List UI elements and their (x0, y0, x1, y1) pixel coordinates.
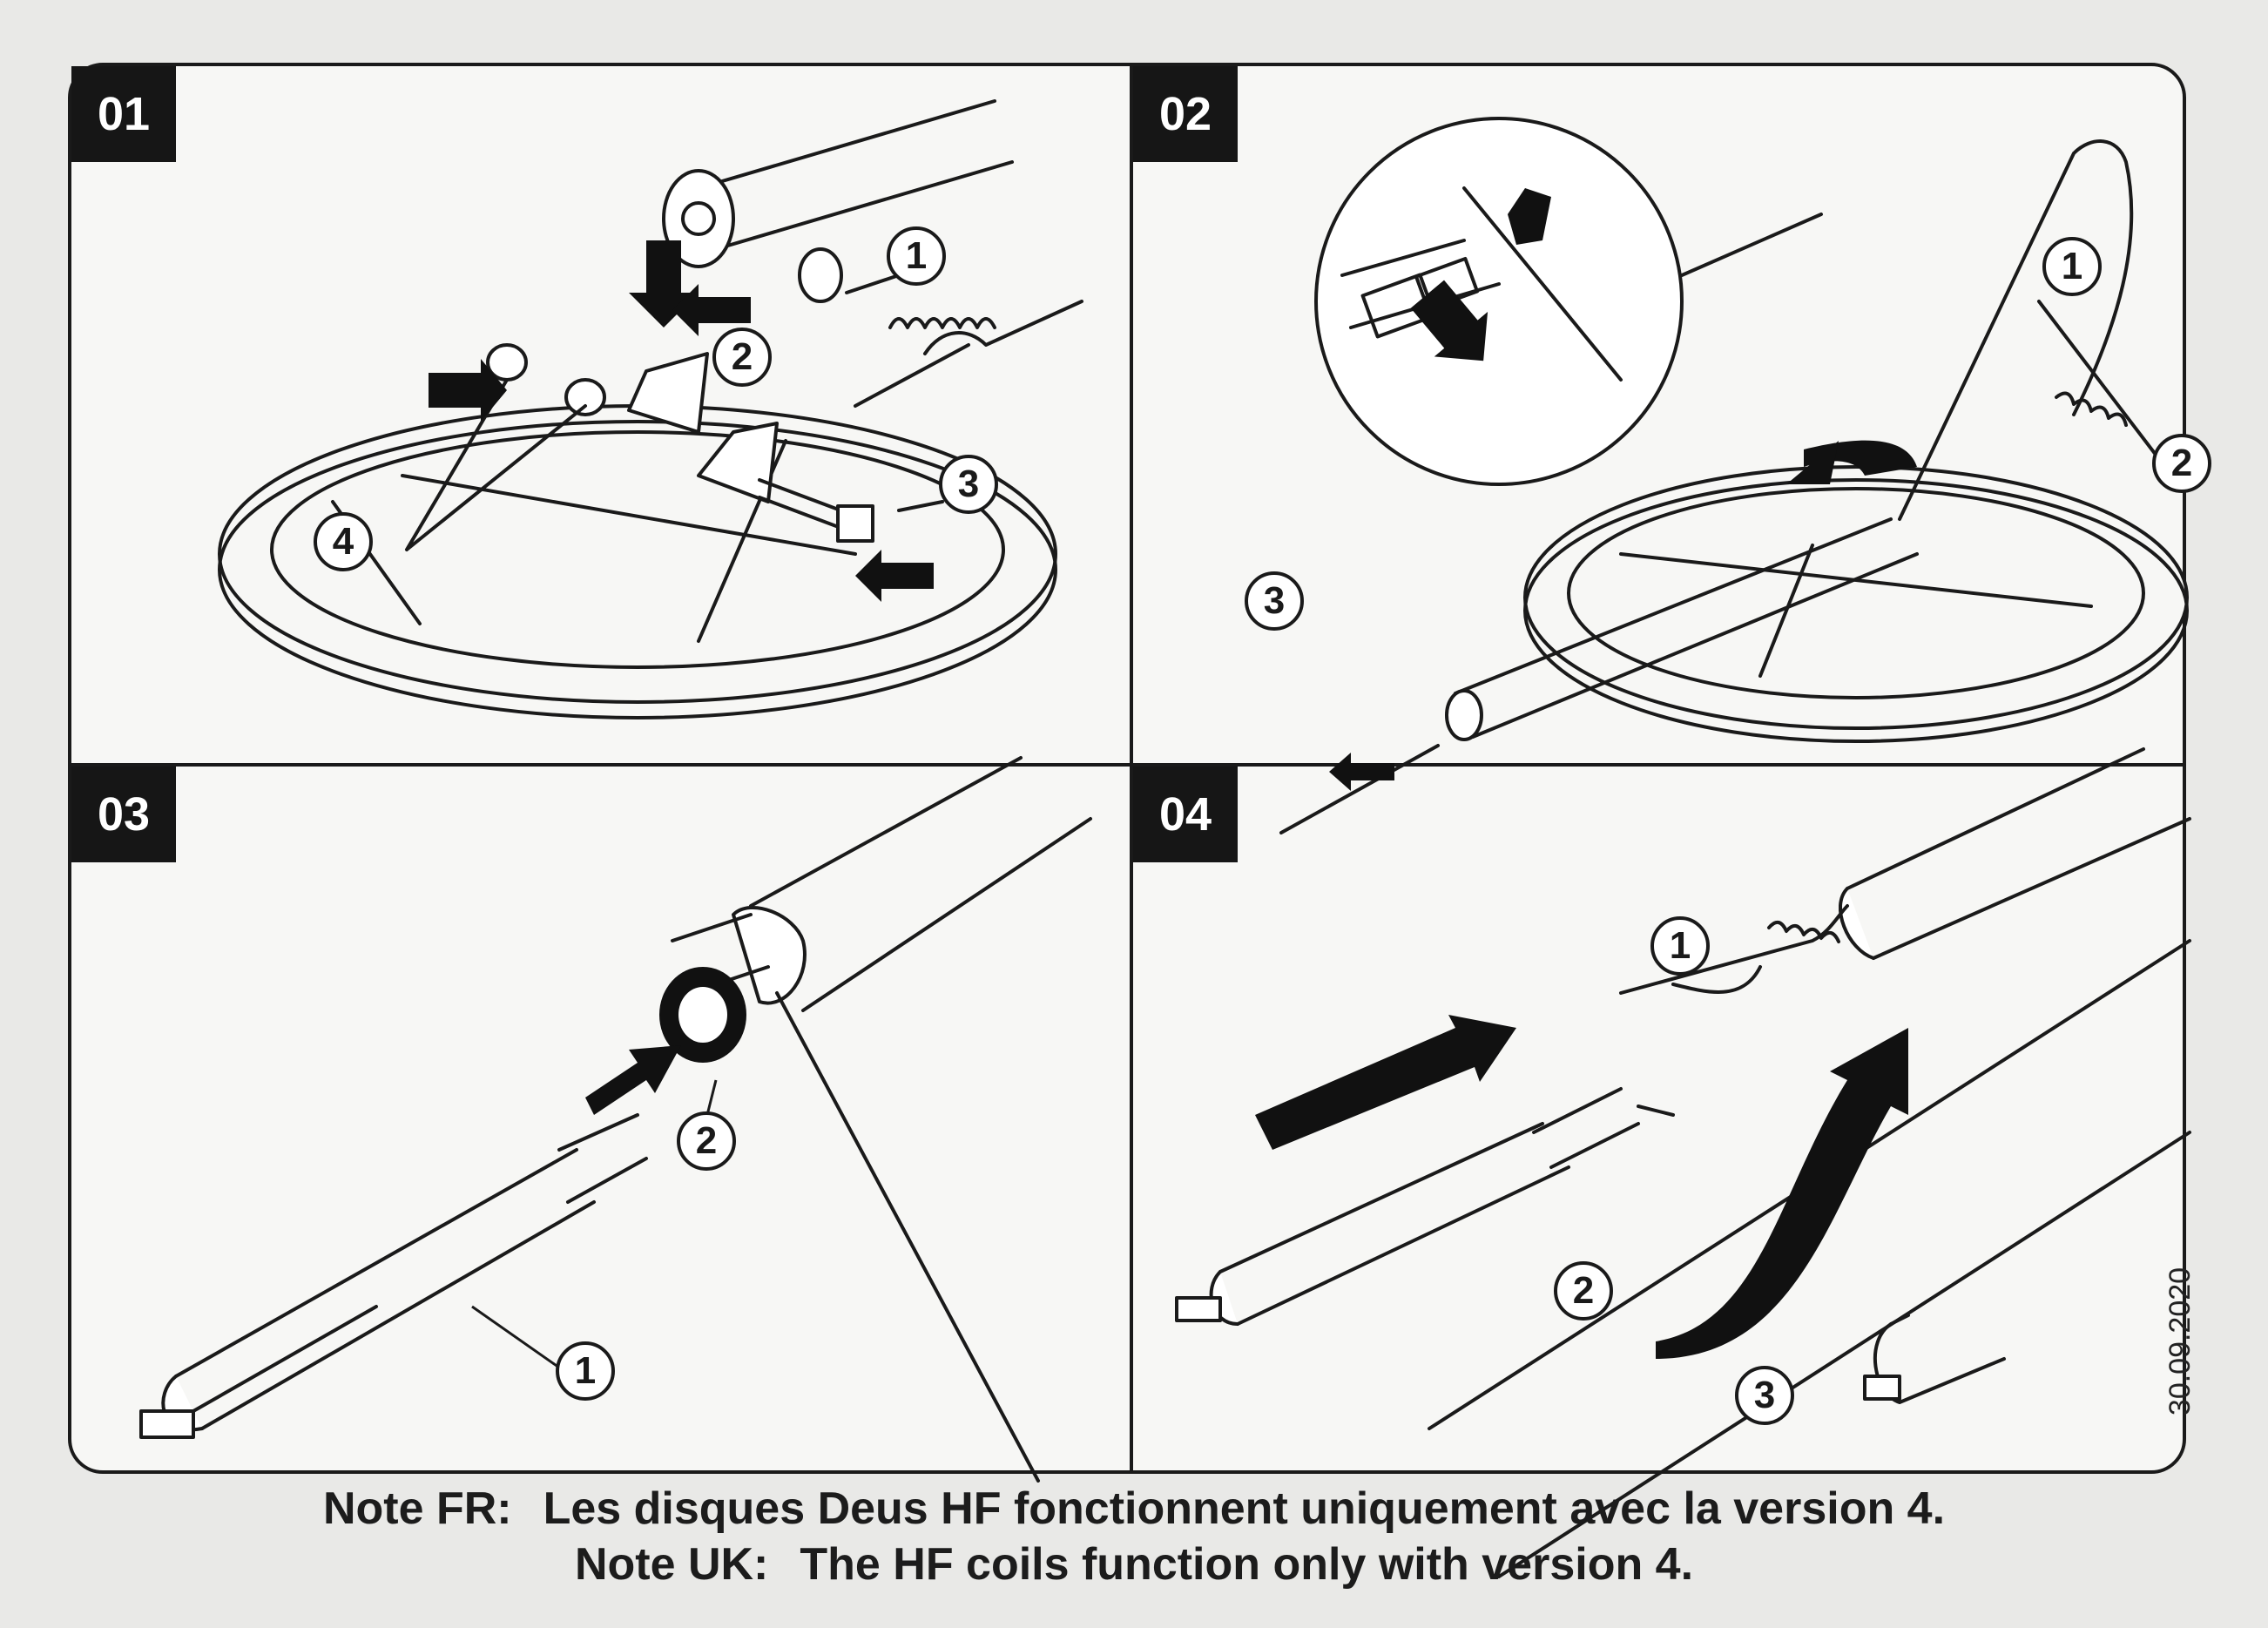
callout-1: 1 (556, 1341, 615, 1401)
step-04-illustration (1175, 747, 2191, 1578)
step-01-panel: 01 1 2 3 4 (71, 66, 1130, 763)
step-04-panel: 04 1 2 3 (1133, 747, 2191, 1578)
callout-2: 2 (2152, 434, 2211, 493)
step-number-badge: 04 (1133, 767, 1238, 862)
note-text: The HF coils function only with version … (800, 1539, 1694, 1590)
step-02-panel: 02 1 2 3 (1133, 66, 2211, 834)
step-01-illustration (218, 99, 1083, 719)
revision-date: 30.09.2020 (2163, 1267, 2197, 1416)
callout-1: 1 (1650, 916, 1710, 976)
callout-3: 3 (1735, 1366, 1794, 1425)
note-label: Note UK: (574, 1539, 769, 1590)
callout-1: 1 (887, 226, 946, 286)
callout-2: 2 (1554, 1261, 1613, 1321)
notes-section: Note FR: Les disques Deus HF fonctionnen… (0, 1481, 2268, 1592)
note-uk: Note UK: The HF coils function only with… (0, 1537, 2268, 1592)
step-number-badge: 02 (1133, 66, 1238, 162)
step-02-illustration (1279, 117, 2189, 834)
step-number-badge: 01 (71, 66, 176, 162)
note-label: Note FR: (322, 1483, 512, 1534)
callout-2: 2 (677, 1111, 736, 1171)
note-text: Les disques Deus HF fonctionnent uniquem… (543, 1483, 1946, 1534)
panel-divider-horizontal (71, 763, 2183, 767)
callout-4: 4 (314, 512, 373, 571)
panel-divider-vertical (1130, 66, 1133, 1470)
note-fr: Note FR: Les disques Deus HF fonctionnen… (0, 1481, 2268, 1537)
step-03-panel: 03 1 2 (71, 756, 1130, 1483)
instruction-sheet: 01 1 2 3 4 (68, 63, 2211, 1578)
step-03-illustration (139, 756, 1092, 1483)
callout-1: 1 (2042, 237, 2102, 296)
callout-2: 2 (712, 328, 772, 387)
callout-3: 3 (1245, 571, 1304, 631)
step-number-badge: 03 (71, 767, 176, 862)
callout-3: 3 (939, 455, 998, 514)
